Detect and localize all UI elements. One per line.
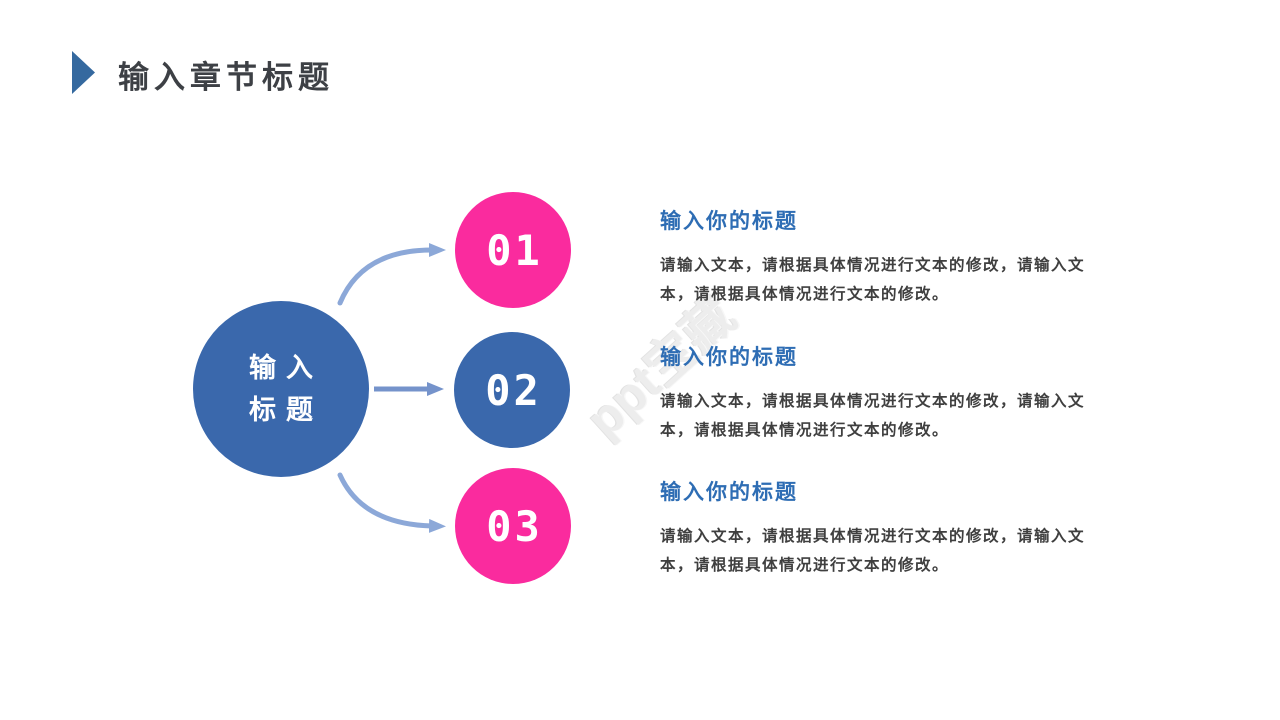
block-3-body: 请输入文本，请根据具体情况进行文本的修改，请输入文本，请根据具体情况进行文本的修… — [660, 528, 1086, 574]
number-label-02: 02 — [485, 365, 542, 415]
number-circle-03: 03 — [455, 468, 571, 584]
block-3-title: 输入你的标题 — [660, 481, 798, 504]
arrow-to-03 — [337, 472, 446, 533]
number-circle-01: 01 — [455, 192, 571, 308]
number-circle-02: 02 — [454, 332, 570, 448]
slide-title: 输入章节标题 — [118, 60, 334, 95]
text-block-1: 输入你的标题 请输入文本，请根据具体情况进行文本的修改，请输入文本，请根据具体情… — [660, 205, 1105, 309]
text-block-3: 输入你的标题 请输入文本，请根据具体情况进行文本的修改，请输入文本，请根据具体情… — [660, 476, 1105, 580]
center-circle-line2: 标题 — [249, 395, 323, 425]
block-1-body: 请输入文本，请根据具体情况进行文本的修改，请输入文本，请根据具体情况进行文本的修… — [660, 257, 1086, 303]
center-title-circle: 输入 标题 — [193, 301, 369, 477]
slide-header: 输入章节标题 — [0, 0, 1280, 110]
block-1-title: 输入你的标题 — [660, 210, 798, 233]
title-triangle-icon — [72, 51, 95, 94]
block-2-title: 输入你的标题 — [660, 346, 798, 369]
block-2-body: 请输入文本，请根据具体情况进行文本的修改，请输入文本，请根据具体情况进行文本的修… — [660, 393, 1086, 439]
number-label-03: 03 — [486, 501, 543, 551]
arrow-to-01 — [337, 243, 446, 306]
center-circle-line1: 输入 — [249, 353, 323, 383]
text-block-2: 输入你的标题 请输入文本，请根据具体情况进行文本的修改，请输入文本，请根据具体情… — [660, 341, 1105, 445]
number-label-01: 01 — [486, 225, 543, 275]
